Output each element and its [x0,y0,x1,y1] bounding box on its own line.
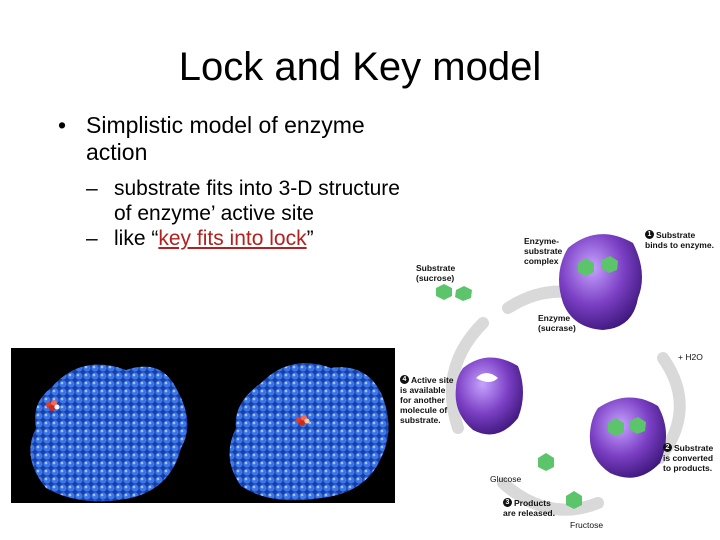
bullet-mark: • [58,112,67,138]
substrate-in-site-top-2 [601,256,618,273]
enzyme-free-left [455,357,523,435]
enzyme-products-right [589,397,667,478]
dash-mark: – [86,177,98,200]
cycle-graphic [436,234,686,516]
step4-text: Active site is available for another mol… [400,375,454,425]
substrate-in-site-top-1 [578,258,594,276]
enzyme-cycle-diagram: Enzyme- substrate complex Substrate (suc… [398,218,720,536]
slide-title: Lock and Key model [178,45,542,89]
step3-text: Products are released. [503,498,555,518]
sub-bullet-text-after: ” [306,227,314,250]
key-lock-link[interactable]: key fits into lock [158,227,307,250]
dash-mark: – [86,227,98,250]
product-in-site-2 [629,417,646,434]
bullet-item: • Simplistic model of enzyme action [58,112,408,166]
label-fructose: Fructose [570,520,604,530]
enzyme-molecule-image [11,348,395,503]
substrate-free-1 [436,284,452,300]
step3-number: 3 [503,498,512,507]
sub-bullet-text-before: like “ [114,227,159,250]
enzyme-blob-left [30,364,188,502]
product-in-site-1 [608,418,624,436]
sub-bullet-list: – substrate fits into 3-D structure of e… [58,176,408,251]
bullet-list: • Simplistic model of enzyme action – su… [58,112,408,251]
sub-bullet-text: substrate fits into 3-D structure of enz… [114,177,400,225]
step2-text: Substrate is converted to products. [663,443,714,473]
fructose-product [566,491,582,509]
step1-number: 1 [645,230,654,239]
sub-bullet-item: – like “key fits into lock” [86,226,408,251]
enzyme-blob-right [229,363,389,501]
enzyme-complex-top [559,234,642,330]
sub-bullet-item: – substrate fits into 3-D structure of e… [86,176,408,226]
bullet-text: Simplistic model of enzyme action [86,112,365,165]
glucose-product [538,453,554,471]
label-substrate: Substrate (sucrose) [416,263,456,283]
step4-number: 4 [400,375,409,384]
step2-number: 2 [663,443,672,452]
active-site-left [476,373,498,382]
step1-text: Substrate binds to enzyme. [645,230,714,250]
substrate-free-2 [455,286,472,301]
substrate-molecule-left [46,400,60,411]
molecule-graphic [30,363,389,502]
label-enzyme: Enzyme (sucrase) [538,313,576,333]
label-enzyme-substrate-complex: Enzyme- substrate complex [524,236,563,266]
substrate-molecule-bound [296,415,310,426]
label-glucose: Glucose [490,474,522,484]
label-water: + H2O [678,352,703,362]
